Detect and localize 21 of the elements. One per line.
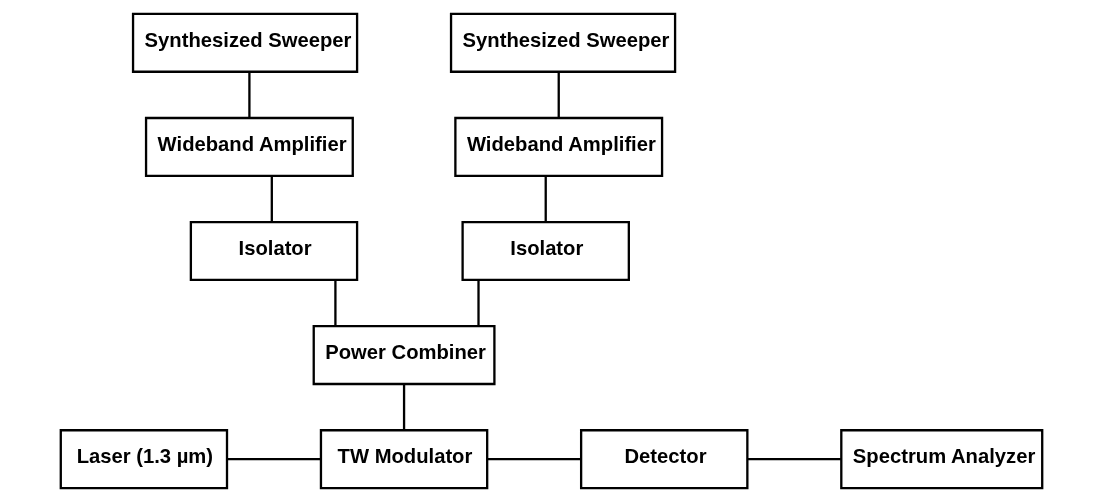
node-box: Power Combiner xyxy=(312,325,496,386)
node-box: Synthesized Sweeper xyxy=(131,12,359,73)
connector xyxy=(248,71,251,118)
node-box: Detector xyxy=(579,429,749,490)
node-box: Isolator xyxy=(461,220,630,282)
connector xyxy=(557,71,560,118)
connector xyxy=(270,175,273,222)
node-box: Synthesized Sweeper xyxy=(449,12,677,73)
node-box: Laser (1.3 µm) xyxy=(59,429,229,490)
node-box: Wideband Amplifier xyxy=(144,116,354,177)
node-box: TW Modulator xyxy=(319,429,489,490)
connector xyxy=(487,458,582,461)
node-box: Spectrum Analyzer xyxy=(840,429,1044,490)
node-box: Isolator xyxy=(189,220,359,282)
connector xyxy=(544,175,547,222)
connector xyxy=(227,458,321,461)
connector xyxy=(334,280,337,326)
connector xyxy=(402,384,406,430)
connector xyxy=(747,458,841,461)
connector xyxy=(477,280,480,326)
node-box: Wideband Amplifier xyxy=(454,116,664,177)
